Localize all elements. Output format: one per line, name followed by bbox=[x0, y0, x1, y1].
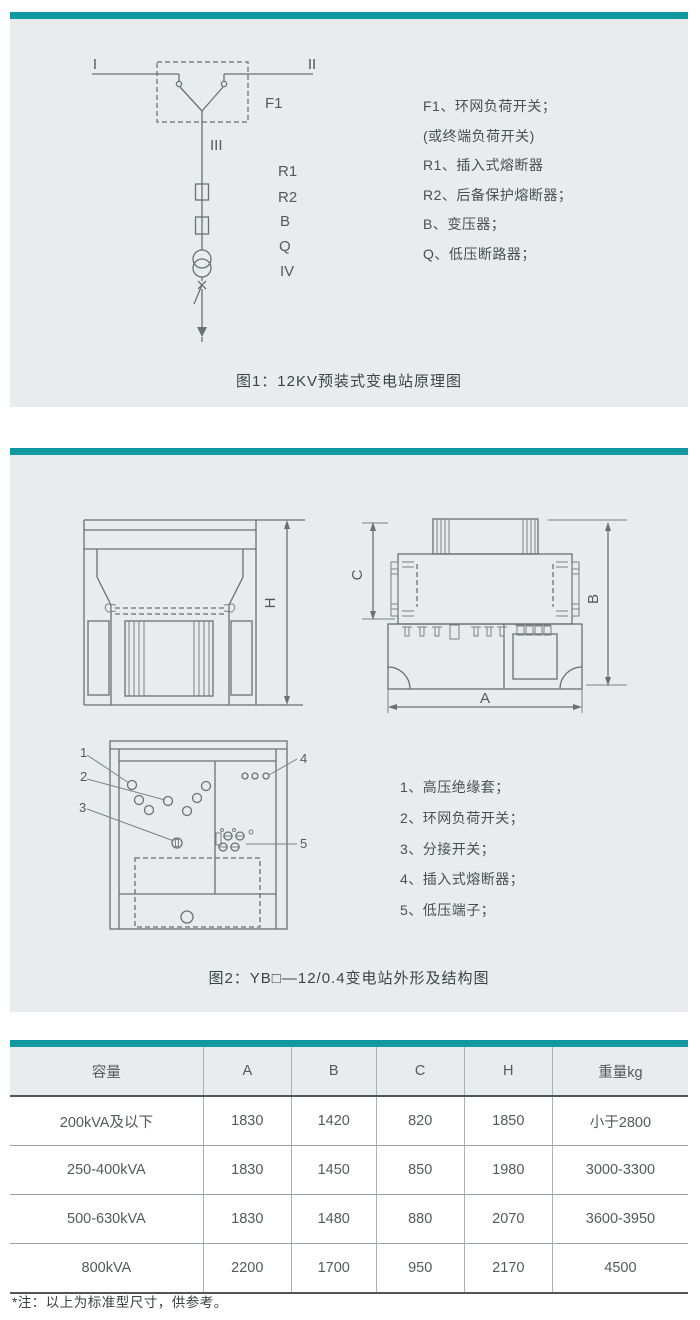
f1-label: F1 bbox=[265, 95, 283, 112]
legend-item: Q、低压断路器； bbox=[423, 245, 536, 262]
r2-label: R2 bbox=[278, 189, 297, 206]
dim-h-label: H bbox=[262, 598, 279, 609]
substation-outline-drawings: H C bbox=[79, 518, 627, 930]
header-capacity: 容量 bbox=[10, 1047, 204, 1097]
lifting-hook-left bbox=[104, 603, 117, 613]
table-row: 200kVA及以下 1830 1420 820 1850 小于2800 bbox=[10, 1096, 688, 1146]
cell-c: 820 bbox=[375, 1096, 465, 1146]
cell-a: 2200 bbox=[202, 1243, 292, 1294]
table-header-row: 容量 A B C H 重量kg bbox=[10, 1047, 688, 1097]
legend-item: 1、高压绝缘套； bbox=[400, 779, 510, 795]
callout-1: 1 bbox=[80, 745, 87, 760]
substation-schematic-diagram: I II F1 III R1 R2 B Q IV bbox=[92, 56, 316, 342]
figure1-legend: F1、环网负荷开关； (或终端负荷开关) R1、插入式熔断器 R2、后备保护熔断… bbox=[423, 92, 572, 269]
transformer-symbol bbox=[192, 249, 212, 269]
lv-terminal-pins bbox=[402, 624, 552, 640]
outgoing-arrow bbox=[197, 327, 207, 337]
header-h: H bbox=[463, 1047, 553, 1097]
cell-capacity: 500-630kVA bbox=[10, 1194, 204, 1244]
cell-capacity: 200kVA及以下 bbox=[10, 1096, 204, 1146]
cell-c: 850 bbox=[375, 1145, 465, 1195]
lifting-hook-right bbox=[223, 603, 236, 613]
dim-a-label: A bbox=[480, 690, 490, 707]
table-accent-bar bbox=[10, 1040, 688, 1047]
cell-b: 1700 bbox=[290, 1243, 377, 1294]
q-label: Q bbox=[279, 238, 291, 255]
cell-a: 1830 bbox=[202, 1096, 292, 1146]
footnote: *注：以上为标准型尺寸，供参考。 bbox=[12, 1295, 228, 1310]
legend-item: 4、插入式熔断器； bbox=[400, 871, 525, 888]
bus-ii-label: II bbox=[308, 56, 316, 73]
iv-label: IV bbox=[280, 263, 294, 280]
cell-weight: 3000-3300 bbox=[551, 1145, 688, 1195]
cell-b: 1420 bbox=[290, 1096, 377, 1146]
dim-b-label: B bbox=[585, 594, 602, 604]
cell-weight: 小于2800 bbox=[551, 1096, 688, 1146]
header-weight: 重量kg bbox=[551, 1047, 688, 1097]
callout-5: 5 bbox=[300, 836, 307, 851]
b-label: B bbox=[280, 213, 290, 230]
figure1-caption: 图1：12KV预装式变电站原理图 bbox=[235, 373, 463, 390]
structure-view-drawing: 1 2 3 4 5 bbox=[79, 740, 307, 930]
legend-item: B、变压器； bbox=[423, 216, 506, 232]
legend-item: F1、环网负荷开关； bbox=[423, 98, 557, 114]
cell-weight: 4500 bbox=[551, 1243, 688, 1294]
legend-item: 5、低压端子； bbox=[400, 902, 496, 919]
cell-weight: 3600-3950 bbox=[551, 1194, 688, 1244]
figure2-legend: 1、高压绝缘套； 2、环网负荷开关； 3、分接开关； 4、插入式熔断器； 5、低… bbox=[400, 772, 524, 926]
callout-4: 4 bbox=[300, 751, 307, 766]
spec-table-area: 容量 A B C H 重量kg 200kVA及以下 1830 1420 820 … bbox=[10, 1040, 688, 1294]
cell-capacity: 800kVA bbox=[10, 1243, 204, 1294]
cell-c: 880 bbox=[375, 1194, 465, 1244]
cell-h: 1850 bbox=[463, 1096, 553, 1146]
header-a: A bbox=[202, 1047, 292, 1097]
figure2-caption: 图2：YB□—12/0.4变电站外形及结构图 bbox=[208, 970, 490, 987]
legend-item: 3、分接开关； bbox=[400, 840, 496, 857]
cell-a: 1830 bbox=[202, 1145, 292, 1195]
figure1-panel: I II F1 III R1 R2 B Q IV bbox=[10, 12, 688, 407]
legend-item: R1、插入式熔断器 bbox=[423, 157, 544, 173]
dim-c-label: C bbox=[349, 569, 366, 580]
front-view-drawing: H bbox=[83, 519, 305, 706]
top-view-drawing: C bbox=[349, 518, 627, 713]
legend-item: (或终端负荷开关) bbox=[423, 127, 535, 144]
r1-label: R1 bbox=[278, 163, 297, 180]
table-row: 800kVA 2200 1700 950 2170 4500 bbox=[10, 1243, 688, 1294]
bus-iii-label: III bbox=[210, 137, 223, 154]
header-c: C bbox=[375, 1047, 465, 1097]
callout-2: 2 bbox=[80, 769, 87, 784]
legend-item: R2、后备保护熔断器； bbox=[423, 186, 573, 203]
header-b: B bbox=[290, 1047, 377, 1097]
cell-capacity: 250-400kVA bbox=[10, 1145, 204, 1195]
cell-b: 1480 bbox=[290, 1194, 377, 1244]
bus-i-label: I bbox=[93, 56, 97, 73]
fuse-r1-symbol bbox=[194, 183, 210, 201]
callout-3: 3 bbox=[79, 800, 86, 815]
figure2-panel: H C bbox=[10, 448, 688, 1012]
table-row: 500-630kVA 1830 1480 880 2070 3600-3950 bbox=[10, 1194, 688, 1244]
cell-c: 950 bbox=[375, 1243, 465, 1294]
spec-table: 容量 A B C H 重量kg 200kVA及以下 1830 1420 820 … bbox=[10, 1047, 688, 1294]
cell-h: 2170 bbox=[463, 1243, 553, 1294]
cell-h: 1980 bbox=[463, 1145, 553, 1195]
legend-item: 2、环网负荷开关； bbox=[400, 809, 525, 826]
fuse-r2-symbol bbox=[194, 216, 210, 235]
table-row: 250-400kVA 1830 1450 850 1980 3000-3300 bbox=[10, 1145, 688, 1195]
cell-a: 1830 bbox=[202, 1194, 292, 1244]
cell-b: 1450 bbox=[290, 1145, 377, 1195]
cell-h: 2070 bbox=[463, 1194, 553, 1244]
